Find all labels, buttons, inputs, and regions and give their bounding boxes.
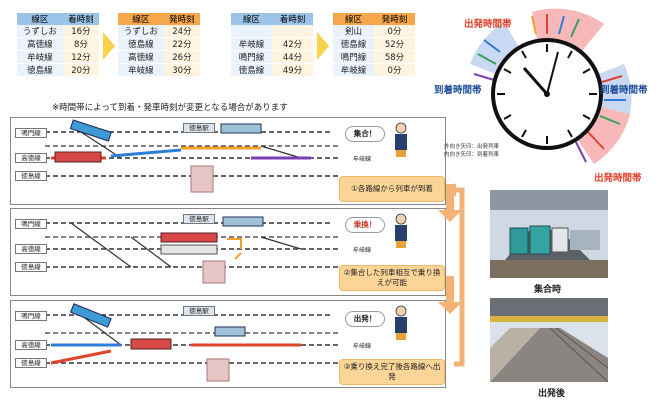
conductor-figure bbox=[392, 122, 410, 158]
speech-bubble: 集合！ bbox=[345, 126, 385, 142]
time-cell: 44分 bbox=[272, 50, 313, 64]
line-label-tokushima: 徳島線 bbox=[15, 171, 47, 181]
time-cell: 58分 bbox=[374, 50, 415, 64]
time-cell bbox=[272, 25, 313, 38]
station-label: 徳島駅 bbox=[183, 123, 215, 133]
legend-inner: 内向き矢印：到着列車 bbox=[444, 152, 500, 158]
line-cell: 牟岐線 bbox=[118, 63, 164, 77]
line-cell: 鳴門線 bbox=[231, 50, 272, 64]
table-header: 線区 bbox=[333, 13, 374, 25]
line-label-naruto: 鳴門線 bbox=[15, 311, 47, 321]
line-label-naruto: 鳴門線 bbox=[15, 128, 47, 138]
arrival-band-right-label: 到着時間帯 bbox=[600, 85, 648, 96]
time-cell: 8分 bbox=[62, 37, 99, 51]
table-header: 線区 bbox=[231, 13, 272, 25]
conductor-figure bbox=[392, 305, 410, 341]
line-cell: 徳島線 bbox=[231, 63, 272, 77]
track-diagram bbox=[45, 303, 341, 382]
track-diagram bbox=[45, 119, 341, 193]
line-cell: 徳島線 bbox=[17, 63, 63, 77]
speech-bubble: 乗換！ bbox=[345, 217, 385, 233]
line-cell: 牟岐線 bbox=[333, 63, 374, 77]
time-cell: 20分 bbox=[62, 63, 99, 77]
track-diagram bbox=[45, 216, 341, 284]
line-label-kotoku: 高徳線 bbox=[15, 244, 47, 254]
depart-photo bbox=[490, 298, 609, 383]
line-cell: 牟岐線 bbox=[17, 50, 63, 64]
line-cell: 高徳線 bbox=[118, 50, 164, 64]
arrival-band-left-label: 到着時間帯 bbox=[434, 85, 482, 96]
table-header: 発時刻 bbox=[374, 13, 415, 25]
schedule-note: ※時間帯によって到着・発車時刻が変更となる場合があります bbox=[52, 103, 288, 113]
line-label-kotoku: 高徳線 bbox=[15, 340, 47, 350]
legend-outer: 外向き矢印：出発列車 bbox=[444, 144, 500, 150]
conductor-figure bbox=[392, 213, 410, 249]
line-cell: 牟岐線 bbox=[231, 37, 272, 51]
table-header: 線区 bbox=[118, 13, 164, 25]
line-label-naruto: 鳴門線 bbox=[15, 219, 47, 229]
flow-arrows bbox=[438, 183, 465, 367]
line-cell: 徳島線 bbox=[118, 37, 164, 51]
table-header: 発時刻 bbox=[163, 13, 200, 25]
to-departure-arrow bbox=[317, 32, 329, 60]
step-caption: ①各路線から列車が到着 bbox=[339, 176, 445, 202]
time-cell: 42分 bbox=[272, 37, 313, 51]
time-cell: 52分 bbox=[374, 37, 415, 51]
line-label-kotoku: 高徳線 bbox=[15, 153, 47, 163]
line-label-tokushima: 徳島線 bbox=[15, 262, 47, 272]
line-cell: 高徳線 bbox=[17, 37, 63, 51]
time-cell: 26分 bbox=[163, 50, 200, 64]
step-panel-transfer: 鳴門線 高徳線 徳島線 徳島駅 牟岐線 乗換！ ②集合した列車相互で乗り換えが可… bbox=[10, 208, 446, 296]
station-label: 徳島駅 bbox=[183, 214, 215, 224]
mugi-line-label: 牟岐線 bbox=[353, 156, 372, 163]
time-cell: 12分 bbox=[62, 50, 99, 64]
mugi-line-label: 牟岐線 bbox=[353, 247, 372, 254]
line-cell: うずしお bbox=[17, 25, 63, 38]
time-cell: 0分 bbox=[374, 63, 415, 77]
photo-caption-depart: 出発後 bbox=[538, 389, 566, 399]
line-cell bbox=[231, 25, 272, 38]
line-cell: 鳴門線 bbox=[333, 50, 374, 64]
photo-caption-gather: 集合時 bbox=[534, 285, 562, 295]
speech-bubble: 出発！ bbox=[345, 311, 385, 327]
departure-band-top-label: 出発時間帯 bbox=[464, 19, 512, 30]
mugi-line-label: 牟岐線 bbox=[353, 343, 372, 350]
line-cell: 徳島線 bbox=[333, 37, 374, 51]
to-departure-arrow bbox=[103, 32, 115, 60]
step-panel-gather: 鳴門線 高徳線 徳島線 徳島駅 牟岐線 集合！ ①各路線から列車が到着 bbox=[10, 117, 446, 205]
gather-photo bbox=[490, 190, 608, 278]
line-label-tokushima: 徳島線 bbox=[15, 358, 47, 368]
line-cell: うずしお bbox=[118, 25, 164, 38]
departure-band-bottom-label: 出発時間帯 bbox=[594, 173, 642, 184]
line-cell: 剣山 bbox=[333, 25, 374, 38]
table-header: 着時刻 bbox=[62, 13, 99, 25]
table-header: 着時刻 bbox=[272, 13, 313, 25]
time-cell: 0分 bbox=[374, 25, 415, 38]
time-cell: 24分 bbox=[163, 25, 200, 38]
table-header: 線区 bbox=[17, 13, 63, 25]
time-cell: 49分 bbox=[272, 63, 313, 77]
step-panel-depart: 鳴門線 高徳線 徳島線 徳島駅 牟岐線 出発！ ③乗り換え完了後各路線へ出発 bbox=[10, 300, 446, 388]
step-caption: ②集合した列車相互で乗り換えが可能 bbox=[339, 265, 445, 291]
timetable-clock: 出発時間帯 到着時間帯 到着時間帯 出発時間帯 外向き矢印：出発列車 内向き矢印… bbox=[434, 4, 654, 184]
station-label: 徳島駅 bbox=[183, 306, 215, 316]
step-caption: ③乗り換え完了後各路線へ出発 bbox=[339, 359, 445, 385]
time-cell: 30分 bbox=[163, 63, 200, 77]
time-cell: 22分 bbox=[163, 37, 200, 51]
time-cell: 16分 bbox=[62, 25, 99, 38]
